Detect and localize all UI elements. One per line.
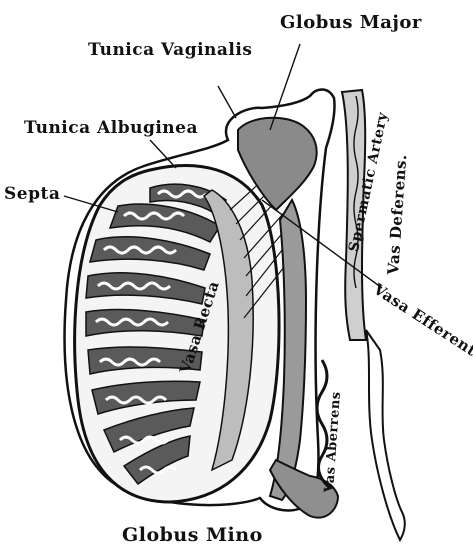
label-tunica-vaginalis: Tunica Vaginalis [88, 40, 252, 60]
label-tunica-albuginea: Tunica Albuginea [24, 118, 198, 138]
label-globus-minor: Globus Mino [122, 524, 263, 546]
label-septa: Septa [4, 184, 60, 204]
label-globus-major: Globus Major [280, 12, 422, 33]
vas-deferens-tube [366, 330, 405, 540]
